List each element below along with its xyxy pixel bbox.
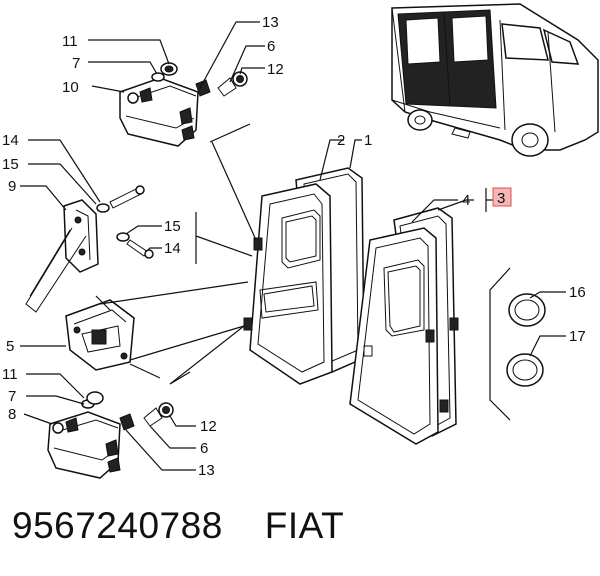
callout-4: 4: [462, 192, 470, 209]
left-rear-door: [243, 167, 365, 385]
bottom-hinge-assembly: [47, 391, 174, 479]
callout-15-right: 15: [164, 218, 181, 235]
callout-14-right: 14: [164, 240, 181, 257]
callout-10: 10: [62, 79, 79, 96]
callout-13-bottom: 13: [198, 462, 215, 479]
callout-8: 8: [8, 406, 16, 423]
brand-name: FIAT: [264, 505, 345, 546]
callout-12-top: 12: [267, 61, 284, 78]
part-number: 9567240788: [12, 505, 223, 546]
callout-12-bottom: 12: [200, 418, 217, 435]
callout-5: 5: [6, 338, 14, 355]
callout-14-left: 14: [2, 132, 19, 149]
top-hinge-assembly: [119, 62, 248, 147]
door-check-bracket: [65, 299, 135, 371]
callout-6-bottom: 6: [200, 440, 208, 457]
callout-6-top: 6: [267, 38, 275, 55]
part-footer: 9567240788 FIAT: [12, 505, 344, 547]
callout-7-top: 7: [72, 55, 80, 72]
van-illustration: [391, 3, 599, 157]
callout-2: 2: [337, 132, 345, 149]
callout-11-top: 11: [62, 33, 78, 50]
door-stay-assembly: [25, 185, 154, 313]
leader-lines: [20, 21, 566, 471]
callout-17: 17: [569, 328, 586, 345]
callout-1: 1: [364, 132, 372, 149]
right-rear-door: [349, 207, 459, 445]
callout-3: 3: [497, 190, 505, 207]
callout-16: 16: [569, 284, 586, 301]
callout-11-bottom: 11: [2, 366, 18, 383]
callout-13-top: 13: [262, 14, 279, 31]
grommet-plugs: [489, 267, 546, 421]
callout-15-left: 15: [2, 156, 19, 173]
callout-3-highlight: [492, 187, 512, 207]
callout-9: 9: [8, 178, 16, 195]
callout-7-bottom: 7: [8, 388, 16, 405]
callout-labels: 11 7 10 13 6 12 14 15 9 15 14 5 11 7 8 1…: [2, 14, 586, 479]
